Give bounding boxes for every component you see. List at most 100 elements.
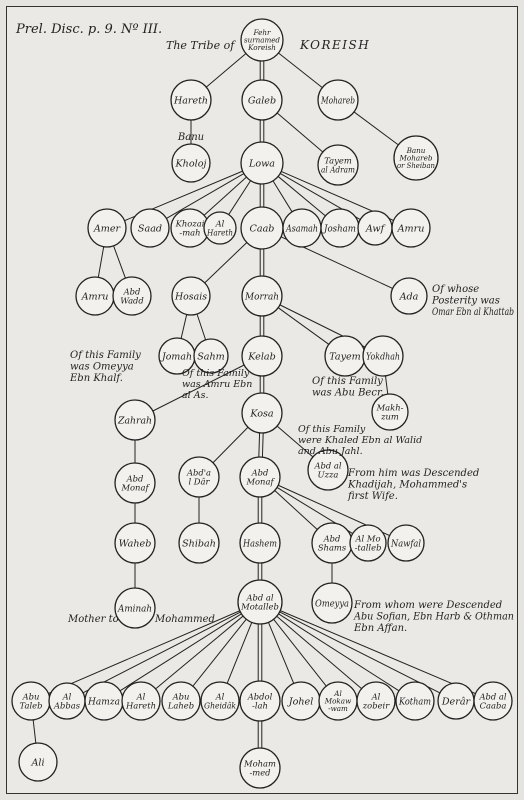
node-mohareb: Mohareb: [317, 79, 359, 121]
edge-kosa-abdaluzza: [276, 425, 314, 458]
node-label-ada: Ada: [399, 291, 419, 302]
node-label-hareth1: Hareth: [173, 95, 208, 106]
node-label-caab: Caab: [250, 223, 275, 234]
node-label-abdalmotalleb: Abd al: [245, 592, 273, 602]
annotation-line: was Abu Becr.: [312, 388, 384, 399]
node-label-kosa: Kosa: [249, 408, 274, 419]
node-label-abdmonaf1: Abd: [126, 473, 144, 483]
annotation-line: al As.: [182, 390, 208, 401]
node-label-abdwadd: Wadd: [120, 295, 144, 305]
node-amru2: Amru: [75, 276, 115, 316]
edge-galeb-lowa: [259, 120, 265, 142]
node-label-almokawwam: -wam: [328, 704, 348, 713]
node-sahm: Sahm: [193, 338, 229, 374]
node-label-abdollah: Abdol: [247, 691, 273, 701]
annotation-banu: Banu: [177, 132, 204, 143]
edge-abdalmotalleb-abutaleb: [48, 610, 241, 694]
node-label-khozaimah: -mah: [179, 227, 200, 237]
node-galeb: Galeb: [241, 79, 283, 121]
node-derar: Derâr: [437, 682, 475, 720]
node-label-mohareb: Mohareb: [320, 95, 355, 106]
node-label-johel: Johel: [287, 696, 314, 707]
node-label-almokawwam: Mokaw: [324, 696, 351, 705]
node-label-abdmonaf2: Monaf: [245, 476, 275, 486]
node-label-alzobeir: Al: [371, 691, 381, 701]
node-label-omeyya: Omeyya: [315, 598, 349, 609]
node-label-hashem: Hashem: [242, 538, 277, 549]
node-label-abulaheb: Abu: [172, 691, 190, 701]
edge-morrah-kelab: [259, 316, 265, 336]
node-label-alabbas: Abbas: [53, 700, 81, 710]
node-ali: Ali: [18, 742, 58, 782]
edge-abutaleb-ali: [32, 719, 37, 744]
node-label-kothum: Kotham: [398, 696, 431, 707]
node-mohammed: Moham-med: [239, 747, 281, 789]
edge-hosais-jomah: [180, 314, 188, 339]
edge-galeb-tayem1: [276, 112, 324, 153]
node-ada: Ada: [390, 277, 428, 315]
annotation-line: was Omeyya: [70, 362, 134, 373]
node-omeyya: Omeyya: [311, 582, 353, 624]
annotation-line: Omar Ebn al Khattab: [432, 307, 514, 318]
node-label-derar: Derâr: [441, 696, 472, 707]
node-label-saad: Saad: [138, 223, 162, 234]
edge-kosa-abdmonaf2: [258, 432, 264, 458]
tree-edges: [32, 52, 476, 748]
annotation-line: was Amru Ebn: [182, 379, 252, 390]
node-label-hamza: Hamza: [87, 696, 120, 707]
node-lowa: Lowa: [240, 141, 284, 185]
node-label-abdmonaf2: Abd: [251, 467, 269, 477]
node-label-alzobeir: zobeir: [362, 700, 390, 710]
edge-abdalmotalleb-algheidak: [226, 622, 253, 684]
node-label-alhareth2: Al: [136, 691, 146, 701]
node-josham: Josham: [320, 208, 360, 248]
node-label-fehr: Fehr: [253, 28, 271, 37]
node-amru1: Amru: [391, 208, 431, 248]
edge-abdollah-mohammed: [257, 721, 263, 748]
edge-abdalmotalleb-almokawwam: [273, 618, 327, 687]
edge-abdalmotalleb-kothum: [278, 613, 400, 692]
node-label-banumohareb: Banu: [406, 146, 426, 155]
edge-abdalmotalleb-johel: [267, 622, 295, 684]
node-hashem: Hashem: [239, 522, 281, 564]
annotation-line: Khadijah, Mohammed's: [347, 480, 467, 491]
annotation-line: Of this Family: [70, 350, 141, 361]
node-label-abutaleb: Taleb: [20, 700, 43, 710]
edge-lowa-asamah: [272, 180, 293, 213]
node-caab: Caab: [240, 206, 284, 250]
node-label-alhareth: Hareth: [206, 227, 233, 237]
node-label-almokawwam: Al: [333, 689, 342, 698]
node-nawfal: Nawfal: [387, 524, 425, 562]
node-label-alhareth2: Hareth: [125, 700, 156, 710]
annotation-line: Mother to: [67, 614, 119, 625]
node-label-aminah: Aminah: [117, 603, 152, 614]
edge-morrah-tayem2: [277, 307, 330, 345]
edge-kelab-kosa: [259, 376, 265, 393]
node-label-mohammed: -med: [249, 767, 271, 777]
annotation-mohammed-ref: Mohammed: [154, 614, 215, 625]
edge-fehr-hareth1: [205, 53, 247, 88]
node-label-ali: Ali: [30, 757, 44, 768]
node-kothum: Kotham: [395, 681, 435, 721]
edge-caab-hosais: [204, 242, 248, 284]
node-label-nawfal: Nawfal: [390, 538, 421, 549]
node-label-tayem2: Tayem: [329, 351, 361, 362]
annotation-line: From him was Descended: [347, 468, 479, 479]
node-label-waheb: Waheb: [119, 538, 152, 549]
node-label-josham: Josham: [322, 223, 356, 234]
node-waheb: Waheb: [114, 522, 156, 564]
